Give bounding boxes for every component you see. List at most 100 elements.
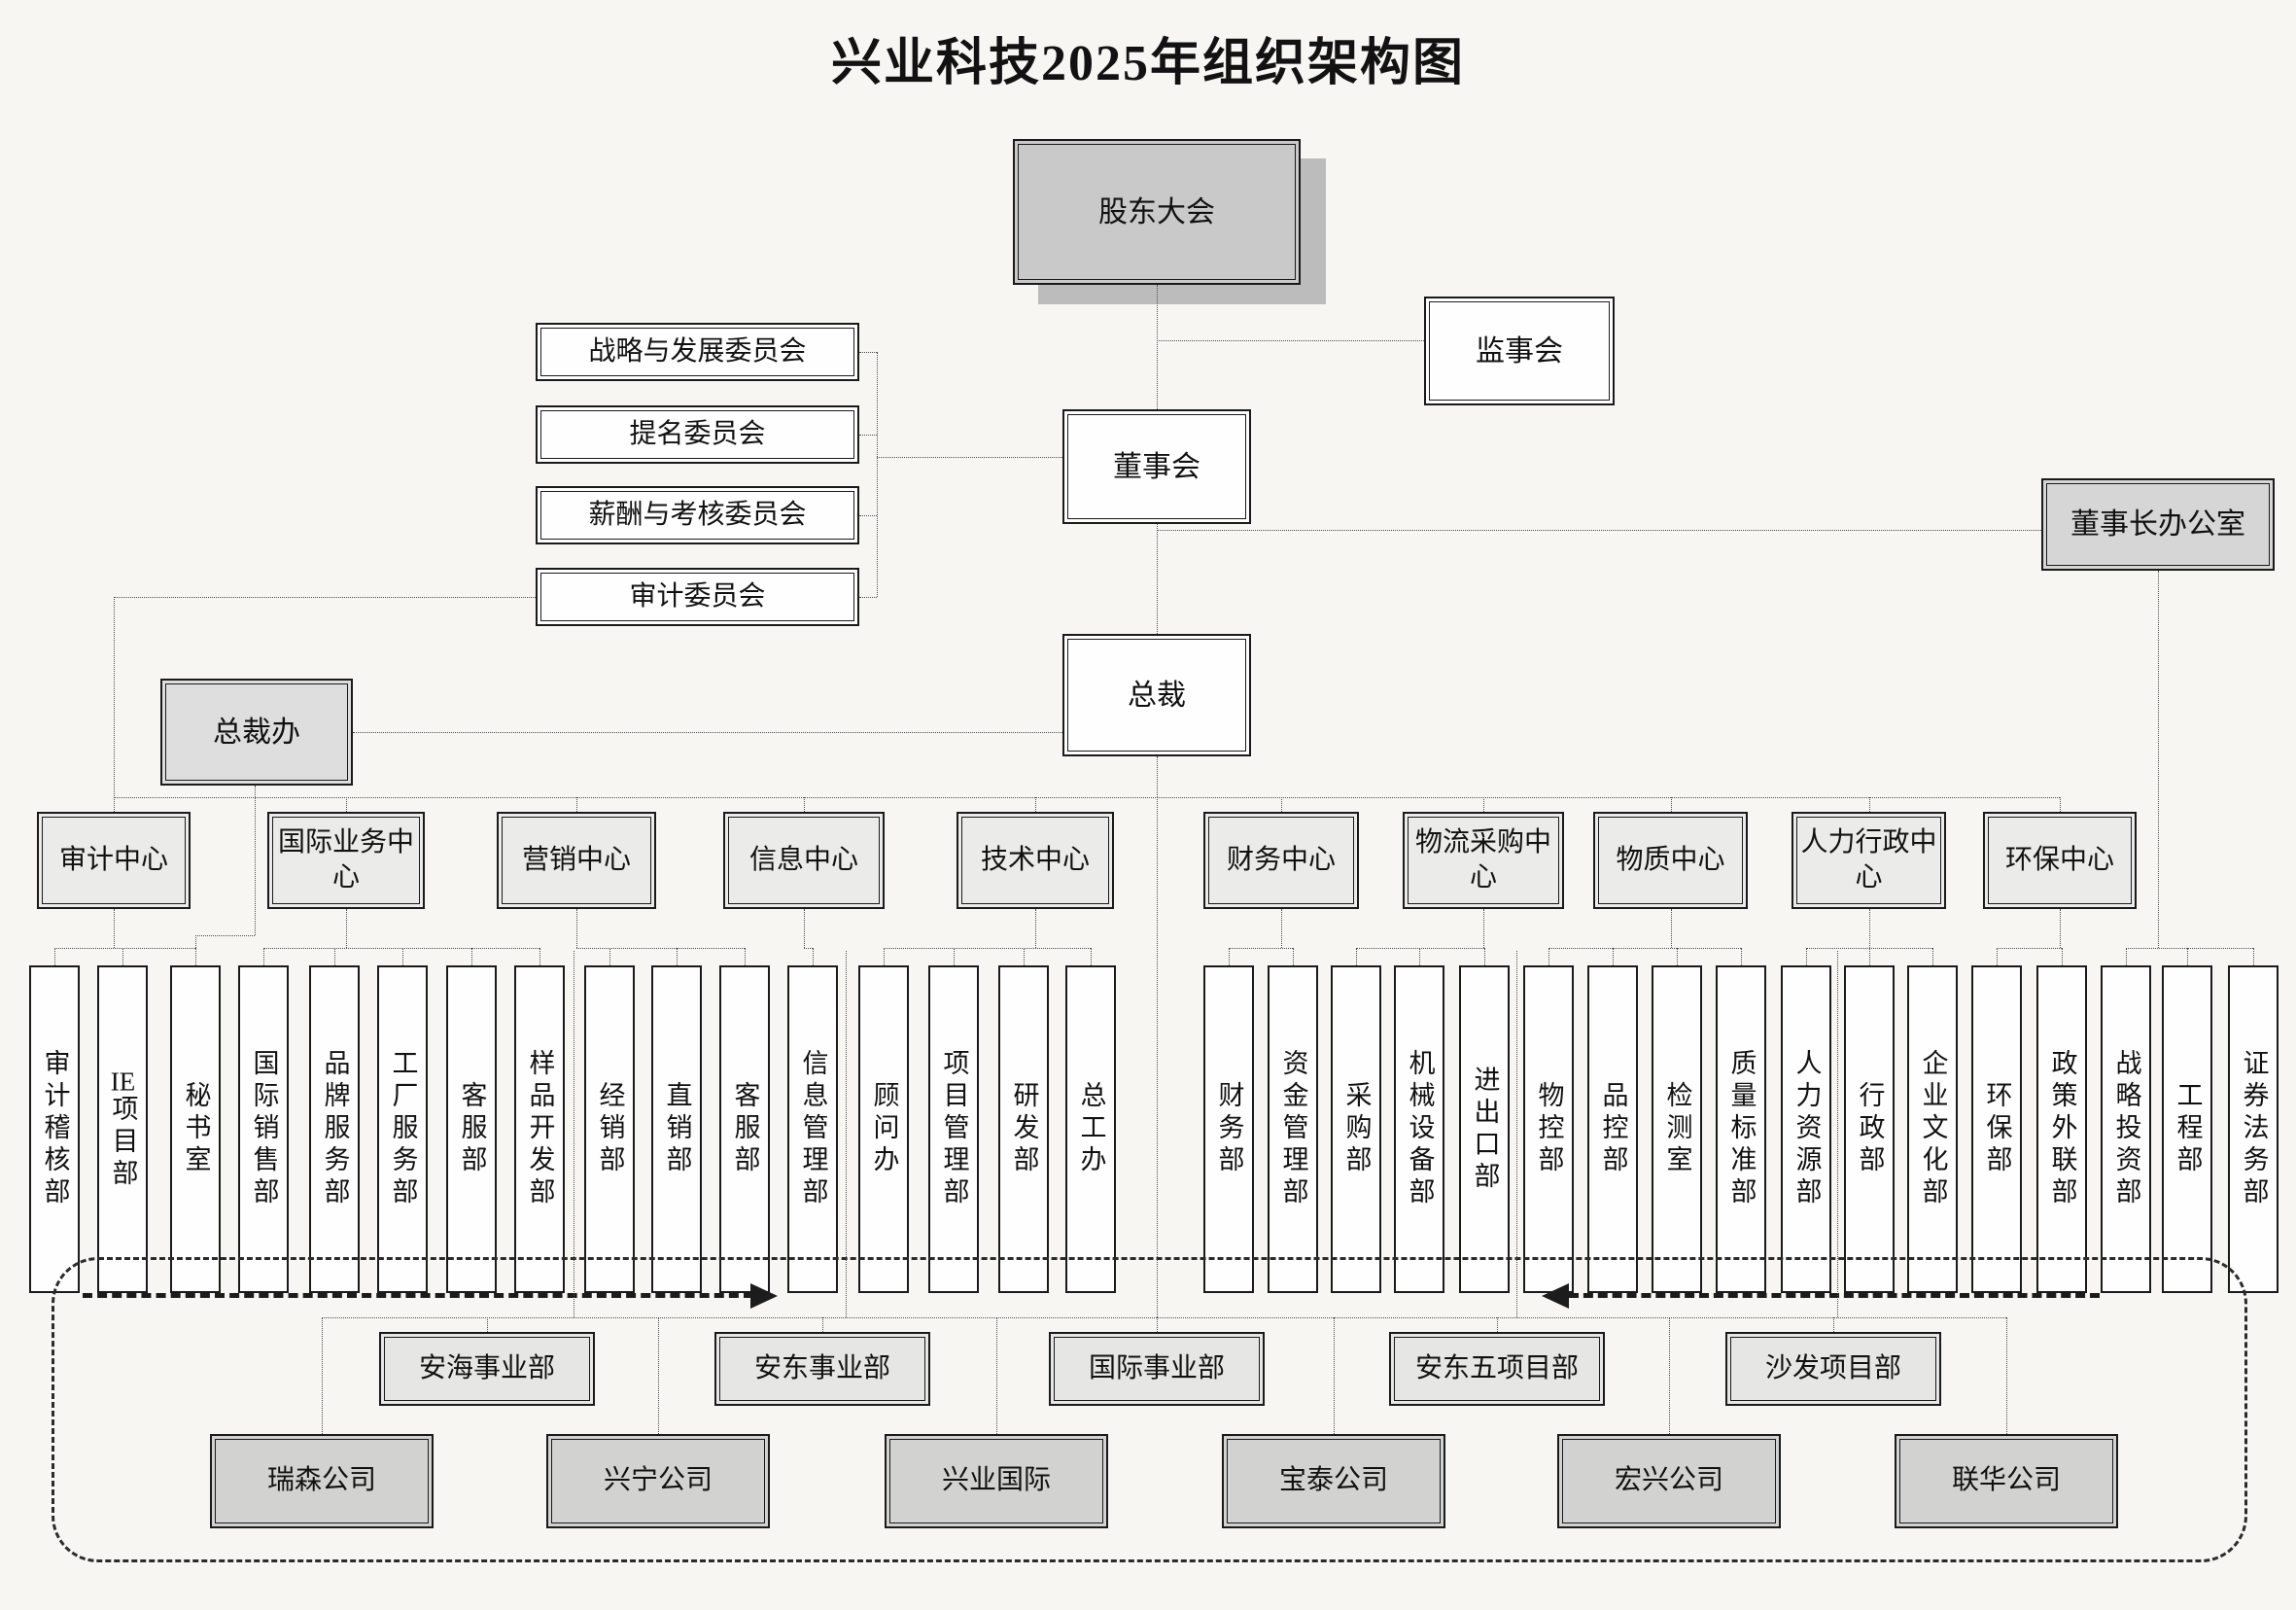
center-box-label: 国际业务中心 xyxy=(277,826,414,892)
connector-line xyxy=(1613,948,1614,965)
president-office-box: 总裁办 xyxy=(160,679,353,786)
connector-line xyxy=(859,515,877,516)
subsidiary-company-box-label: 兴宁公司 xyxy=(603,1465,713,1496)
department-box: 战略投资部 xyxy=(2101,965,2151,1293)
connector-line xyxy=(1157,524,1158,634)
department-box-label: 人力资源部 xyxy=(1792,1049,1822,1209)
committee-box: 提名委员会 xyxy=(536,405,859,464)
committee-box-label: 薪酬与考核委员会 xyxy=(588,499,807,530)
flow-arrow-left xyxy=(1569,1293,2100,1298)
department-box-label: 直销部 xyxy=(662,1081,692,1177)
department-box-label: 品控部 xyxy=(1598,1081,1628,1177)
connector-line xyxy=(1741,948,1742,965)
connector-line xyxy=(402,948,403,965)
department-box: 证券法务部 xyxy=(2228,965,2279,1293)
subsidiary-company-box-label: 宏兴公司 xyxy=(1614,1465,1723,1496)
department-box: 审计稽核部 xyxy=(29,965,80,1293)
connector-line xyxy=(677,948,678,965)
shareholders-meeting-box: 股东大会 xyxy=(1013,139,1301,285)
division-box: 沙发项目部 xyxy=(1725,1332,1941,1406)
connector-line xyxy=(1869,797,1870,812)
division-box: 安海事业部 xyxy=(379,1332,595,1406)
connector-line xyxy=(1548,948,1549,965)
department-box: 品控部 xyxy=(1587,965,1638,1293)
center-box-label: 人力行政中心 xyxy=(1800,826,1937,892)
connector-line xyxy=(1091,948,1092,965)
connector-line xyxy=(1669,1317,1670,1434)
center-box-label: 物质中心 xyxy=(1616,844,1725,875)
connector-line xyxy=(822,1317,823,1332)
connector-line xyxy=(334,948,335,965)
connector-line xyxy=(884,948,1091,949)
president-office-box-label: 总裁办 xyxy=(213,716,300,749)
connector-line xyxy=(54,948,195,949)
org-chart-title: 兴业科技2025年组织架构图 xyxy=(830,36,1465,91)
connector-line xyxy=(255,786,256,935)
connector-line xyxy=(2126,948,2127,965)
connector-line xyxy=(1483,797,1484,812)
subsidiary-company-box: 宏兴公司 xyxy=(1557,1434,1781,1528)
center-box: 审计中心 xyxy=(37,812,191,909)
connector-line xyxy=(1671,909,1672,948)
department-box-label: 政策外联部 xyxy=(2047,1049,2077,1209)
connector-line xyxy=(1997,948,2062,949)
flow-arrow-right xyxy=(83,1293,753,1298)
president-box-label: 总裁 xyxy=(1128,679,1186,712)
center-box: 人力行政中心 xyxy=(1792,812,1946,909)
department-box: 秘书室 xyxy=(170,965,221,1293)
connector-line xyxy=(658,1317,659,1434)
connector-line xyxy=(1281,909,1282,948)
connector-line xyxy=(1157,340,1424,341)
connector-line xyxy=(1419,948,1420,965)
department-box: 总工办 xyxy=(1065,965,1116,1293)
center-box: 营销中心 xyxy=(497,812,656,909)
department-box-label: 物控部 xyxy=(1534,1081,1564,1177)
department-box: 经销部 xyxy=(584,965,635,1293)
connector-line xyxy=(1516,951,1517,1317)
connector-line xyxy=(263,948,264,965)
department-box-label: 经销部 xyxy=(595,1081,625,1177)
connector-line xyxy=(1932,948,1933,965)
connector-line xyxy=(1833,1317,1834,1332)
connector-line xyxy=(877,457,1062,458)
department-box: 客服部 xyxy=(446,965,497,1293)
subsidiary-company-box-label: 兴业国际 xyxy=(941,1465,1051,1496)
division-box-label: 国际事业部 xyxy=(1088,1352,1225,1383)
connector-line xyxy=(1157,530,2041,531)
connector-line xyxy=(471,948,472,965)
department-box: 项目管理部 xyxy=(928,965,979,1293)
division-box: 国际事业部 xyxy=(1049,1332,1265,1406)
connector-line xyxy=(346,797,347,812)
board-of-directors-box: 董事会 xyxy=(1062,409,1251,524)
connector-line xyxy=(2126,948,2253,949)
department-box-label: 品牌服务部 xyxy=(320,1049,350,1209)
department-box: 环保部 xyxy=(1971,965,2022,1293)
department-box-label: 质量标准部 xyxy=(1726,1049,1757,1209)
department-box-label: 行政部 xyxy=(1855,1081,1885,1177)
connector-line xyxy=(2062,948,2063,965)
connector-line xyxy=(2060,909,2061,948)
chairman-office-box: 董事长办公室 xyxy=(2041,478,2275,571)
department-box-label: 资金管理部 xyxy=(1278,1049,1308,1209)
connector-line xyxy=(263,948,539,949)
center-box-label: 技术中心 xyxy=(980,844,1090,875)
connector-line xyxy=(1157,797,1158,1317)
connector-line xyxy=(1229,948,1293,949)
connector-line xyxy=(114,909,115,948)
committee-box: 审计委员会 xyxy=(536,568,859,626)
connector-line xyxy=(1293,948,1294,965)
arrowhead-left-icon xyxy=(1542,1283,1569,1309)
connector-line xyxy=(859,597,877,598)
connector-line xyxy=(1024,948,1025,965)
chairman-office-box-label: 董事长办公室 xyxy=(2070,508,2245,541)
division-box-label: 安东事业部 xyxy=(753,1352,890,1383)
subsidiary-company-box-label: 联华公司 xyxy=(1951,1465,2061,1496)
connector-line xyxy=(1035,909,1036,948)
department-box: 检测室 xyxy=(1652,965,1702,1293)
department-box-label: 信息管理部 xyxy=(798,1049,828,1209)
subsidiary-company-box: 兴宁公司 xyxy=(546,1434,770,1528)
department-box-label: 客服部 xyxy=(457,1081,487,1177)
division-box-label: 安海事业部 xyxy=(418,1352,555,1383)
connector-line xyxy=(1484,948,1485,965)
